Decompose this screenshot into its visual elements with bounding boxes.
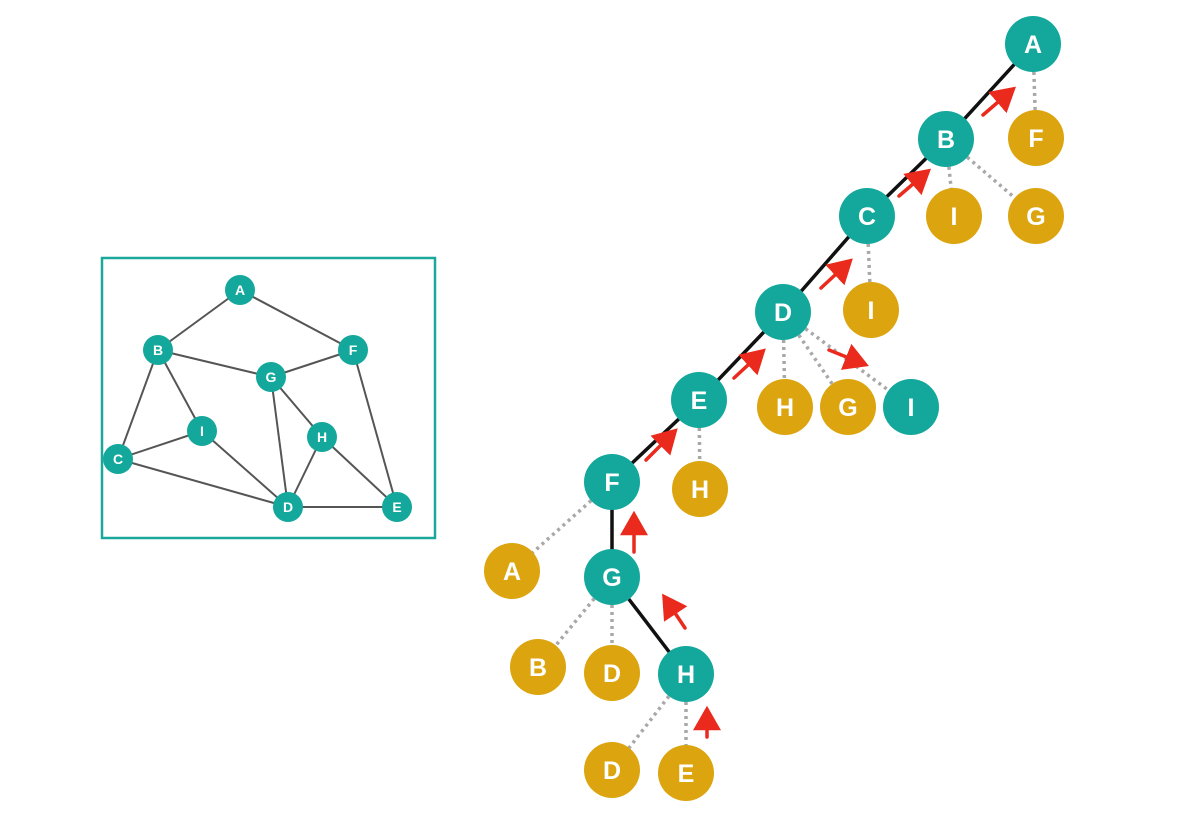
tree-node-label: B: [529, 654, 547, 682]
backtrack-arrow: [644, 428, 678, 462]
backtrack-arrow: [897, 168, 931, 198]
source-node-label: I: [200, 423, 204, 439]
tree-node-label: D: [603, 757, 621, 785]
source-edge-g-d: [270, 376, 289, 508]
source-edge-f-e: [352, 349, 398, 508]
tree-node-label: F: [604, 469, 619, 497]
tree-node-label: D: [603, 660, 621, 688]
tree-node-i-candidate: I: [926, 188, 982, 244]
backtrack-arrow: [732, 348, 766, 380]
source-node-label: C: [113, 451, 123, 467]
tree-node-d-visited: D: [755, 284, 811, 340]
tree-node-h-candidate: H: [757, 379, 813, 435]
source-edge-c-d: [117, 458, 289, 508]
tree-node-f-candidate: F: [1008, 110, 1064, 166]
source-node-b: B: [143, 335, 173, 365]
source-node-label: E: [392, 499, 401, 515]
tree-node-e-visited: E: [671, 372, 727, 428]
tree-node-d-candidate: D: [584, 645, 640, 701]
tree-node-g-candidate: G: [820, 379, 876, 435]
tree-node-c-visited: C: [839, 188, 895, 244]
source-edge-b-c: [117, 349, 159, 460]
source-edge-a-f: [239, 289, 354, 351]
tree-nodes: A F B I G C I D H G I E H F A G B D H D E: [484, 16, 1064, 801]
tree-node-label: H: [677, 661, 695, 689]
tree-node-a-candidate: A: [484, 543, 540, 599]
tree-node-i-visited: I: [883, 379, 939, 435]
backtrack-arrow: [981, 86, 1016, 117]
tree-node-i-candidate: I: [843, 282, 899, 338]
source-node-h: H: [307, 422, 337, 452]
tree-node-label: I: [951, 203, 958, 231]
tree-node-b-candidate: B: [510, 639, 566, 695]
tree-node-label: A: [1024, 31, 1042, 59]
source-edge-h-e: [321, 436, 398, 508]
source-node-label: B: [153, 342, 163, 358]
tree-node-label: G: [838, 394, 857, 422]
tree-dotted-edge: [536, 575, 614, 669]
source-node-e: E: [382, 492, 412, 522]
tree-node-label: C: [858, 203, 876, 231]
source-node-a: A: [225, 275, 255, 305]
tree-node-label: A: [503, 558, 521, 586]
tree-node-h-visited: H: [658, 646, 714, 702]
source-node-label: G: [266, 369, 277, 385]
source-graph-nodes: A B F G I H C D E: [103, 275, 412, 522]
search-tree: A F B I G C I D H G I E H F A G B D H D E: [484, 16, 1064, 801]
tree-node-g-visited: G: [584, 549, 640, 605]
tree-node-label: I: [908, 394, 915, 422]
tree-node-label: G: [1026, 203, 1045, 231]
backtrack-arrow: [662, 593, 688, 630]
tree-node-label: H: [691, 476, 709, 504]
source-edge-b-g: [157, 349, 272, 378]
tree-node-label: I: [868, 297, 875, 325]
tree-node-b-visited: B: [918, 111, 974, 167]
source-edge-i-d: [201, 430, 289, 508]
source-node-label: D: [283, 499, 293, 515]
source-node-f: F: [338, 335, 368, 365]
tree-node-label: B: [937, 126, 955, 154]
source-node-g: G: [256, 362, 286, 392]
source-edge-a-b: [157, 289, 241, 351]
source-node-label: F: [349, 342, 358, 358]
tree-dotted-edge: [781, 311, 850, 408]
tree-node-g-candidate: G: [1008, 188, 1064, 244]
source-node-d: D: [273, 492, 303, 522]
source-graph-panel: A B F G I H C D E: [100, 256, 437, 540]
tree-node-label: E: [678, 760, 695, 788]
backtrack-arrow: [819, 258, 853, 290]
source-node-i: I: [187, 416, 217, 446]
backtrack-arrow: [827, 343, 869, 370]
tree-node-label: H: [776, 394, 794, 422]
backtrack-arrows: [620, 86, 1016, 739]
source-node-c: C: [103, 444, 133, 474]
source-node-label: A: [235, 282, 245, 298]
source-node-label: H: [317, 429, 327, 445]
tree-node-label: D: [774, 299, 792, 327]
tree-node-f-visited: F: [584, 454, 640, 510]
tree-node-label: G: [602, 564, 621, 592]
tree-node-label: E: [691, 387, 708, 415]
tree-node-h-candidate: H: [672, 461, 728, 517]
tree-node-a-visited: A: [1005, 16, 1061, 72]
tree-node-d-candidate: D: [584, 742, 640, 798]
tree-node-e-candidate: E: [658, 745, 714, 801]
source-edge-b-i: [157, 349, 203, 432]
tree-node-label: F: [1028, 125, 1043, 153]
